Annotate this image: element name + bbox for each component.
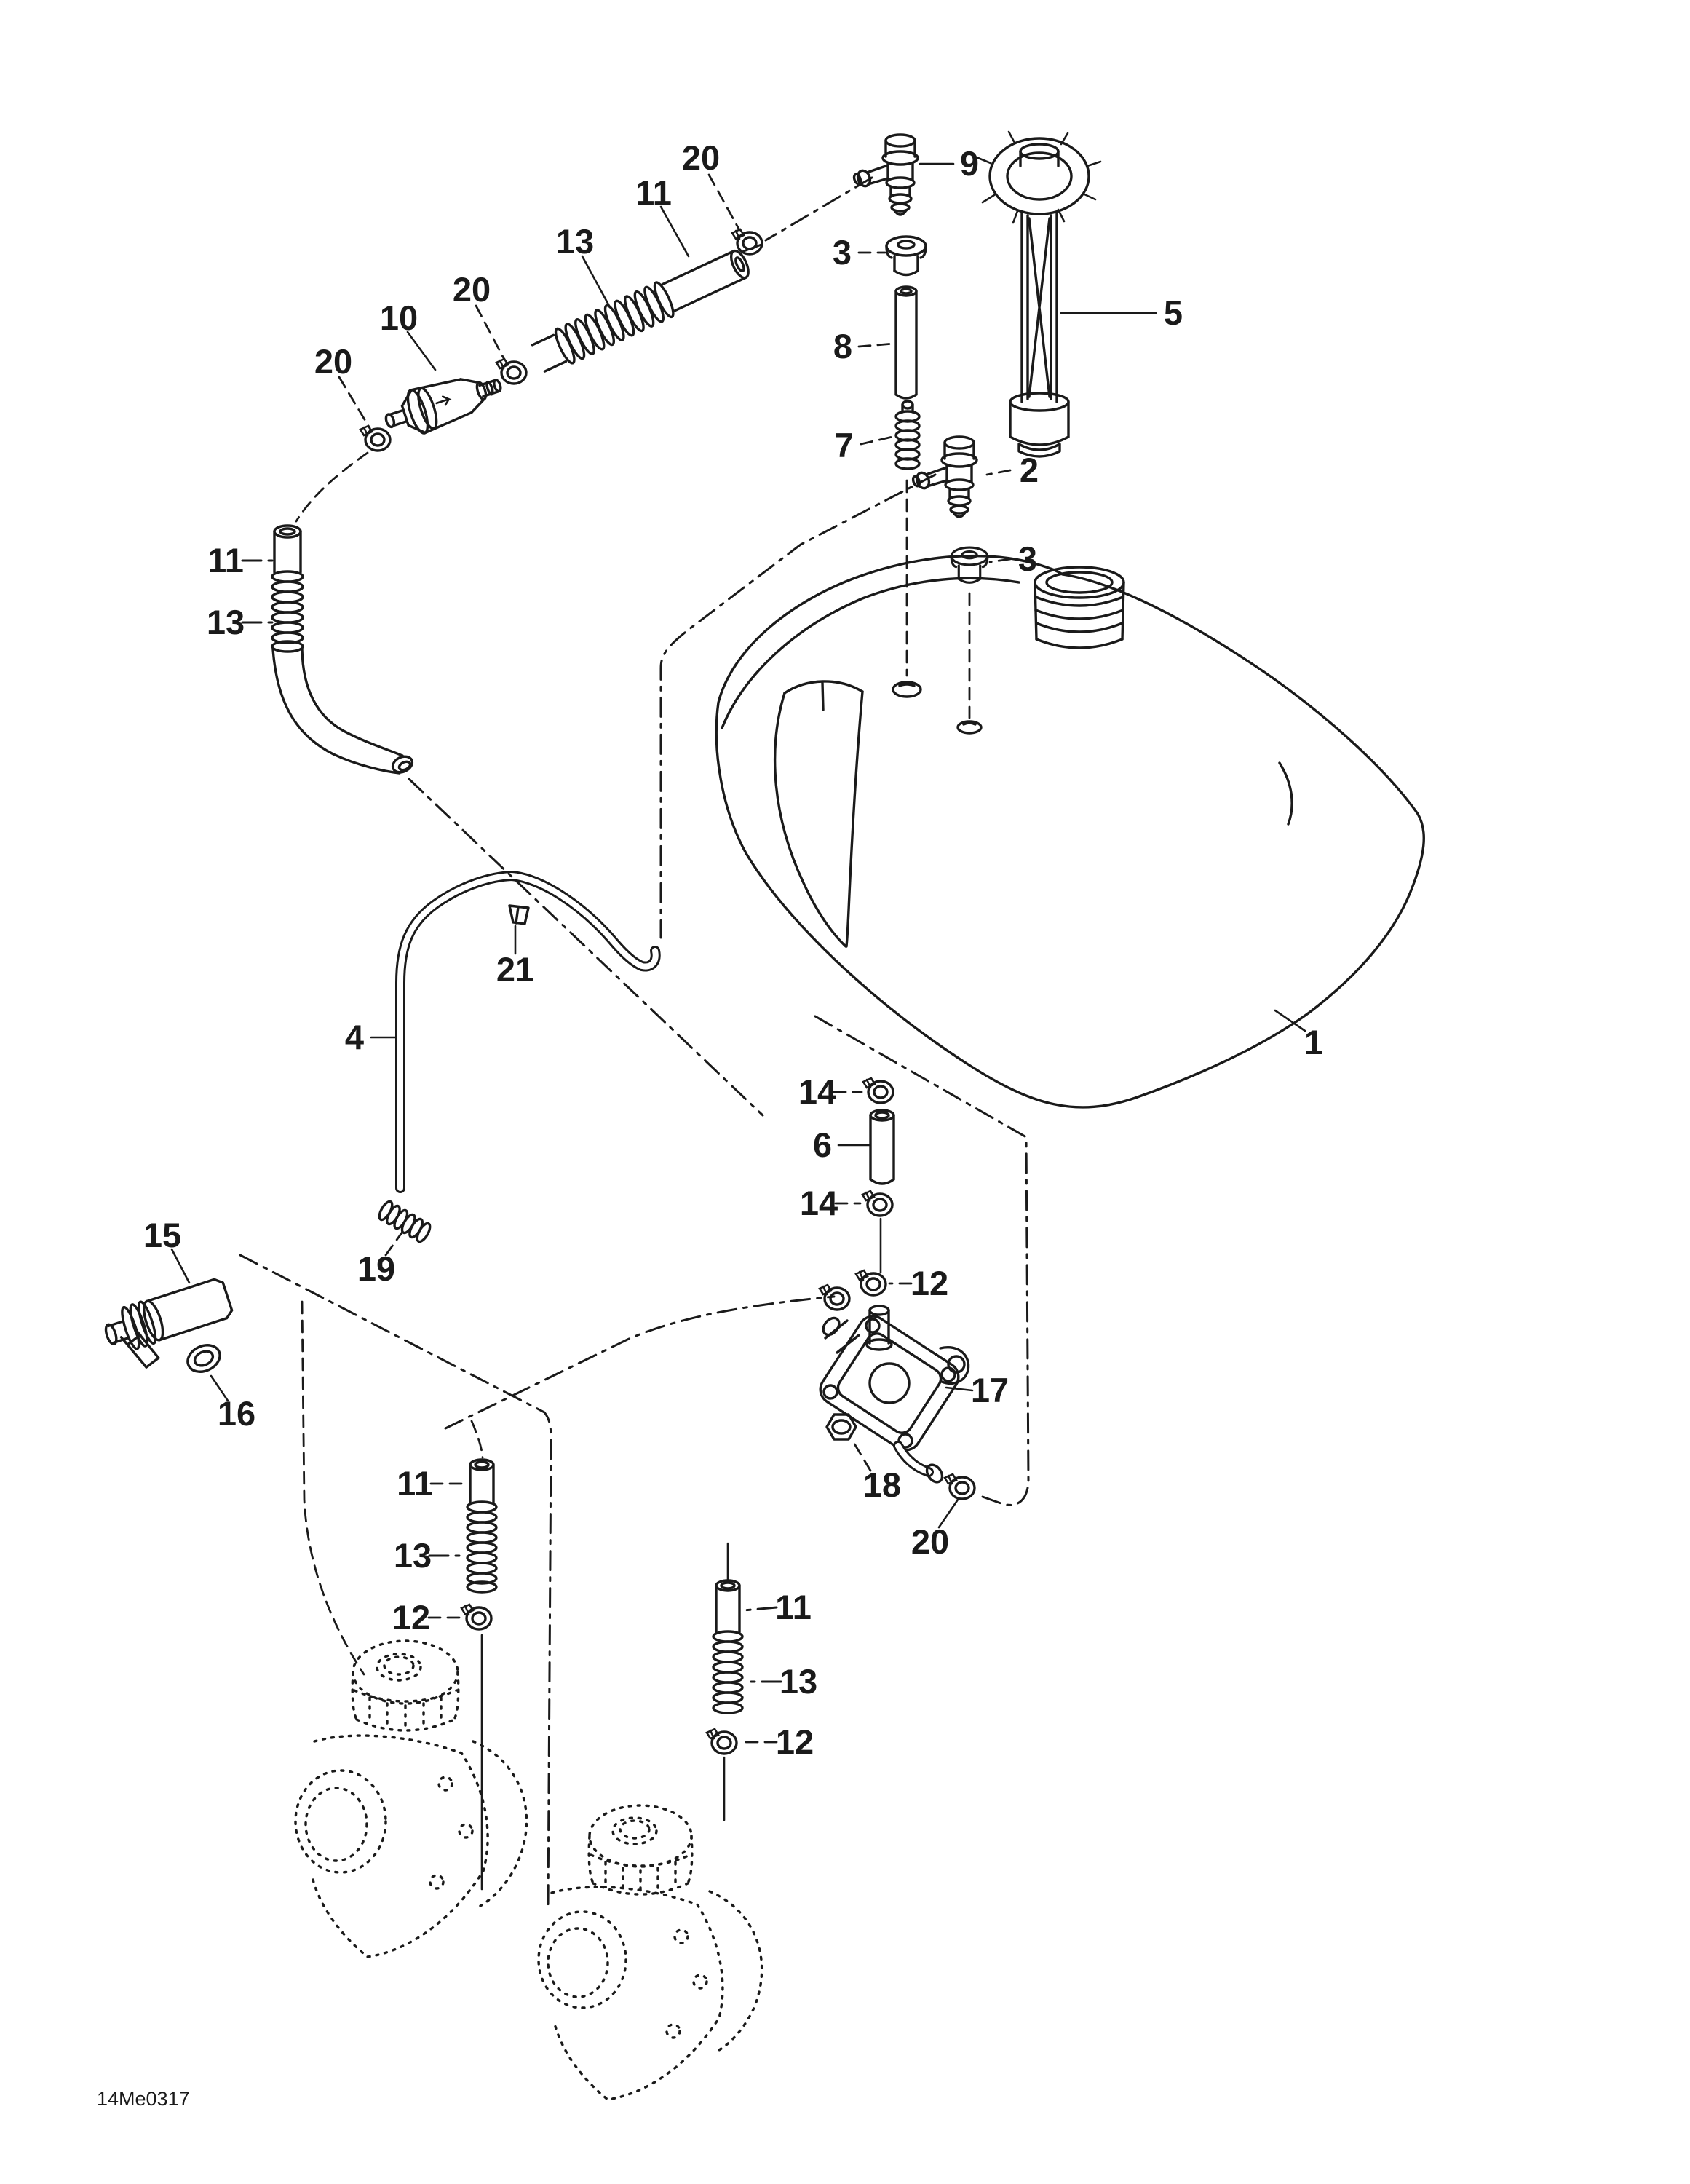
callout-13a: 13 [556, 222, 594, 261]
callout-13b: 13 [207, 603, 245, 641]
clamp-12-mid [460, 1603, 493, 1631]
callout-labels: 1 2 3 3 4 5 6 7 8 9 10 11 11 11 11 12 12… [143, 138, 1323, 1761]
callout-5: 5 [1164, 293, 1183, 332]
nut [825, 1413, 857, 1441]
fuel-cap-gauge [977, 130, 1102, 458]
callout-17: 17 [971, 1371, 1009, 1409]
fuel-filter [384, 378, 502, 435]
filler-neck [1034, 566, 1125, 649]
callout-12c: 12 [776, 1722, 814, 1761]
clamp-12-pump [854, 1269, 887, 1297]
callout-12a: 12 [911, 1264, 948, 1302]
fuel-hose-lower [712, 1542, 744, 1821]
carburetor-left [294, 1639, 528, 1958]
fuel-hose-top [531, 249, 750, 373]
callout-1: 1 [1304, 1023, 1323, 1061]
callout-15: 15 [143, 1216, 181, 1254]
callout-11d: 11 [775, 1588, 812, 1626]
clamp-14-bottom [861, 1190, 894, 1217]
callout-21: 21 [496, 950, 534, 989]
callout-11c: 11 [397, 1464, 433, 1503]
callout-10: 10 [380, 298, 418, 337]
retaining-clip [508, 904, 530, 925]
callout-14a: 14 [798, 1072, 836, 1111]
hose-clamp-filter-left [359, 424, 392, 452]
grommet-top [885, 235, 927, 277]
callout-8: 8 [833, 327, 852, 365]
spring [378, 1200, 432, 1243]
callout-13d: 13 [779, 1662, 817, 1701]
callout-12b: 12 [392, 1598, 430, 1637]
clamp-20-pump-outlet [943, 1473, 976, 1500]
vent-tube [894, 285, 918, 400]
callout-7: 7 [835, 426, 854, 464]
callout-11b: 11 [207, 541, 244, 579]
fuel-hose-mid [466, 1458, 498, 1891]
fuel-pump [819, 1305, 970, 1484]
callout-9: 9 [960, 144, 979, 183]
o-ring [186, 1344, 221, 1373]
clamp-12-lower [705, 1728, 738, 1755]
vent-valve-lower [911, 435, 978, 518]
callout-20c: 20 [314, 342, 352, 381]
clamp-14-top [862, 1077, 894, 1104]
fuel-valve [104, 1278, 234, 1369]
callout-19: 19 [357, 1249, 395, 1288]
fuel-tank [715, 479, 1425, 1109]
callout-18: 18 [863, 1465, 901, 1504]
routing-curve-filter-to-hose [295, 451, 369, 523]
vent-pipe [395, 870, 661, 1193]
vent-valve-top [852, 133, 919, 216]
routing-lines [239, 176, 1030, 1909]
fuel-hose-left [271, 524, 414, 775]
callout-13c: 13 [394, 1536, 432, 1575]
callout-3b: 3 [1018, 539, 1037, 578]
callout-11a: 11 [635, 173, 672, 212]
callout-14b: 14 [800, 1184, 838, 1222]
callout-16: 16 [218, 1394, 255, 1433]
carburetor-right [537, 1804, 763, 2101]
check-valve-spring [894, 400, 921, 470]
callout-20d: 20 [911, 1522, 949, 1561]
callout-4: 4 [345, 1018, 364, 1056]
impulse-tube [869, 1109, 895, 1185]
callout-20a: 20 [682, 138, 720, 177]
callout-6: 6 [813, 1125, 832, 1164]
hose-clamp-filter-right [495, 357, 528, 385]
figure-code: 14Me0317 [97, 2088, 190, 2110]
leader-lines [170, 162, 1306, 1744]
callout-2: 2 [1020, 451, 1039, 489]
callout-20b: 20 [453, 270, 491, 309]
callout-3a: 3 [833, 233, 852, 272]
